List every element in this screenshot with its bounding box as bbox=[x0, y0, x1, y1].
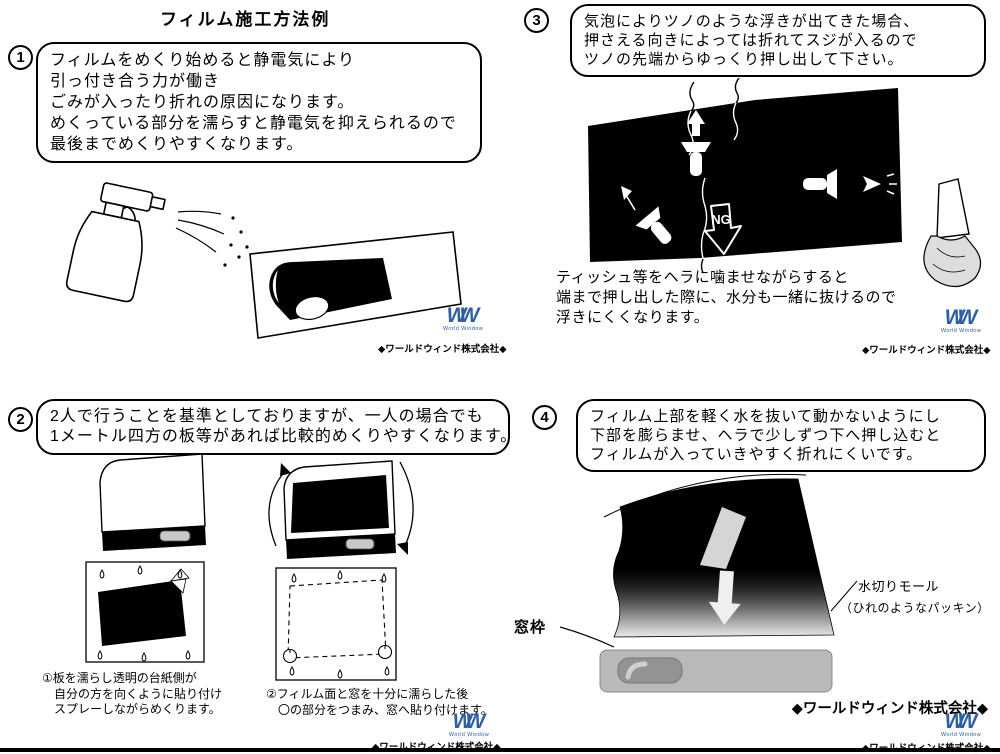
bubble-line: ツノの先端からゆっくり押し出して下さい。 bbox=[584, 51, 904, 68]
molding-label: 水切りモール bbox=[858, 579, 940, 594]
caption-line: ②フィルム面と窓を十分に濡らした後 bbox=[266, 687, 469, 701]
bubble-line: ごみが入ったり折れの原因になります。 bbox=[50, 94, 355, 111]
squeegee-icons bbox=[621, 110, 881, 252]
world-window-logo: WW World Window bbox=[936, 710, 986, 738]
step3-number: 3 bbox=[524, 8, 549, 33]
company-name-large: ◆ワールドウィンド株式会社◆ bbox=[791, 701, 988, 717]
page-bottom-rule bbox=[0, 748, 1000, 752]
step3-illustration: NG bbox=[588, 78, 982, 288]
company-name: ◆ワールドウィンド株式会社◆ bbox=[372, 739, 501, 753]
step2-illustration bbox=[85, 453, 414, 681]
world-window-logo: WW World Window bbox=[936, 306, 986, 334]
note-line: 浮きにくくなります。 bbox=[556, 309, 710, 326]
step2-number: 2 bbox=[8, 407, 33, 432]
bubble-line: 引っ付き合う力が働き bbox=[50, 73, 221, 90]
step3-bubble: 気泡によりツノのような浮きが出てきた場合、 押さえる向きによっては折れてスジが入… bbox=[570, 4, 986, 77]
bubble-line: フィルム上部を軽く水を抜いて動かないようにし bbox=[590, 408, 941, 425]
logo-mark: WW bbox=[446, 304, 480, 327]
step4-number: 4 bbox=[532, 405, 557, 430]
logo-caption: World Window bbox=[442, 326, 484, 332]
step4-bubble: フィルム上部を軽く水を抜いて動かないようにし 下部を膨らませ、ヘラで少しずつ下へ… bbox=[576, 399, 986, 472]
logo-mark: WW bbox=[944, 306, 978, 329]
ng-label: NG bbox=[711, 212, 731, 227]
bubble-line: フィルムをめくり始めると静電気により bbox=[50, 52, 356, 69]
step1-number: 1 bbox=[8, 45, 33, 70]
bubble-line: 押さえる向きによっては折れてスジが入るので bbox=[584, 32, 918, 49]
step2-caption-2: ②フィルム面と窓を十分に濡らした後 〇の部分をつまみ、窓へ貼り付けます。 bbox=[266, 687, 493, 718]
logo-mark: WW bbox=[452, 710, 486, 733]
bubble-line: 1メートル四方の板等があれば比較的めくりやすくなります。 bbox=[50, 428, 518, 445]
door-panel bbox=[599, 649, 833, 693]
company-name: ◆ワールドウィンド株式会社◆ bbox=[862, 345, 991, 356]
logo-mark: WW bbox=[944, 710, 978, 733]
window-frame-label: 窓枠 bbox=[514, 619, 547, 636]
board-with-film bbox=[85, 453, 206, 663]
window-with-film bbox=[268, 460, 414, 681]
caption-line: 自分の方を向くように貼り付け bbox=[42, 686, 223, 701]
bubble-line: 気泡によりツノのような浮きが出てきた場合、 bbox=[584, 13, 920, 30]
caption-line: ①板を濡らし透明の台紙側が bbox=[42, 671, 197, 685]
spray-mist bbox=[175, 210, 225, 253]
ng-arrow-icon: NG bbox=[704, 203, 742, 255]
film-panel bbox=[588, 88, 902, 262]
caption-line: 〇の部分をつまみ、窓へ貼り付けます。 bbox=[266, 702, 493, 717]
spray-droplets bbox=[223, 216, 249, 267]
company-name: ◆ワールドウィンド株式会社◆ bbox=[378, 344, 507, 355]
spray-bottle-icon bbox=[65, 182, 166, 303]
note-line: 端まで押し出した際に、水分も一緒に抜けるので bbox=[556, 289, 897, 306]
world-window-logo: WW World Window bbox=[438, 304, 488, 332]
bubble-line: 下部を膨らませ、ヘラで少しずつ下へ押し込むと bbox=[590, 427, 942, 444]
logo-caption: World Window bbox=[940, 732, 982, 738]
squeegee-tissue-icon bbox=[923, 178, 982, 288]
caption-line: スプレーしながらめくります。 bbox=[42, 702, 221, 716]
logo-caption: World Window bbox=[940, 328, 982, 334]
film-curl-highlight bbox=[272, 270, 279, 303]
step1-bubble: フィルムをめくり始めると静電気により 引っ付き合う力が働き ごみが入ったり折れの… bbox=[36, 42, 482, 163]
step3-note: ティッシュ等をヘラに噛ませながらすると 端まで押し出した際に、水分も一緒に抜ける… bbox=[556, 268, 897, 328]
note-line: ティッシュ等をヘラに噛ませながらすると bbox=[556, 269, 849, 286]
step1-illustration bbox=[65, 182, 462, 339]
squeegee-icon bbox=[700, 507, 746, 569]
molding-sub-label: （ひれのようなパッキン） bbox=[840, 601, 990, 615]
bubble-line: 2人で行うことを基準としておりますが、一人の場合でも bbox=[50, 408, 484, 425]
hand-icon bbox=[294, 284, 330, 321]
bubble-line: フィルムが入っていきやすく折れにくいです。 bbox=[590, 446, 923, 463]
motion-dashes bbox=[625, 173, 897, 211]
bubble-ridge-outer bbox=[689, 78, 740, 274]
world-window-logo: WW World Window bbox=[444, 710, 494, 738]
molding-pointer-line bbox=[830, 580, 858, 612]
bubble-line: 最後までめくりやすくなります。 bbox=[50, 136, 304, 153]
page-title: フィルム施工方法例 bbox=[160, 10, 331, 29]
step4-illustration bbox=[560, 473, 858, 693]
bubble-line: めくっている部分を濡らすと静電気を抑えられるので bbox=[50, 115, 457, 132]
down-arrow-icon bbox=[708, 570, 741, 625]
step2-caption-1: ①板を濡らし透明の台紙側が 自分の方を向くように貼り付け スプレーしながらめくり… bbox=[42, 671, 222, 718]
step2-bubble: 2人で行うことを基準としておりますが、一人の場合でも 1メートル四方の板等があれ… bbox=[36, 399, 518, 455]
frame-pointer-line bbox=[560, 626, 615, 648]
logo-caption: World Window bbox=[448, 732, 490, 738]
